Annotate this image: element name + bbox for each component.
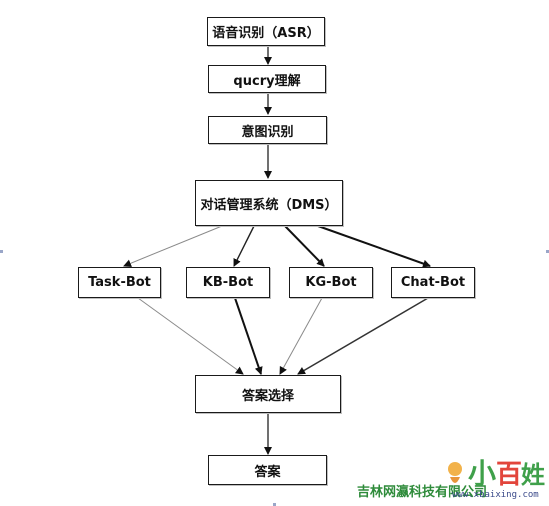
node-kb-bot: KB-Bot <box>186 267 270 298</box>
edge-marker-right <box>546 250 549 253</box>
node-chat-bot: Chat-Bot <box>391 267 475 298</box>
watermark-url: www.xbaixing.com <box>452 490 539 500</box>
node-intent-recognition: 意图识别 <box>208 116 327 144</box>
edge-kgbot-select <box>279 297 323 375</box>
node-dms: 对话管理系统（DMS） <box>195 180 343 226</box>
edge-marker-left <box>0 250 3 253</box>
svg-text:姓: 姓 <box>521 461 545 489</box>
node-answer-selection: 答案选择 <box>195 375 341 413</box>
edge-dms-taskbot <box>123 225 223 268</box>
edge-marker-bottom <box>273 503 276 506</box>
svg-text:小: 小 <box>468 457 496 490</box>
edge-chatbot-select <box>297 297 429 375</box>
watermark-logo: 小 百 姓 <box>448 457 545 490</box>
watermark-company: 吉林网瀛科技有限公司 <box>357 485 488 500</box>
edge-dms-kbbot <box>233 225 255 267</box>
node-query-understanding: qucry理解 <box>208 65 326 93</box>
edge-taskbot-select <box>137 297 244 375</box>
svg-text:百: 百 <box>496 460 522 490</box>
node-answer: 答案 <box>208 455 327 485</box>
node-kg-bot: KG-Bot <box>289 267 373 298</box>
edge-kbbot-select <box>234 297 263 375</box>
node-asr: 语音识别（ASR） <box>207 17 325 46</box>
node-task-bot: Task-Bot <box>78 267 161 298</box>
edge-dms-chatbot <box>317 225 431 268</box>
edge-dms-kgbot <box>284 225 325 267</box>
